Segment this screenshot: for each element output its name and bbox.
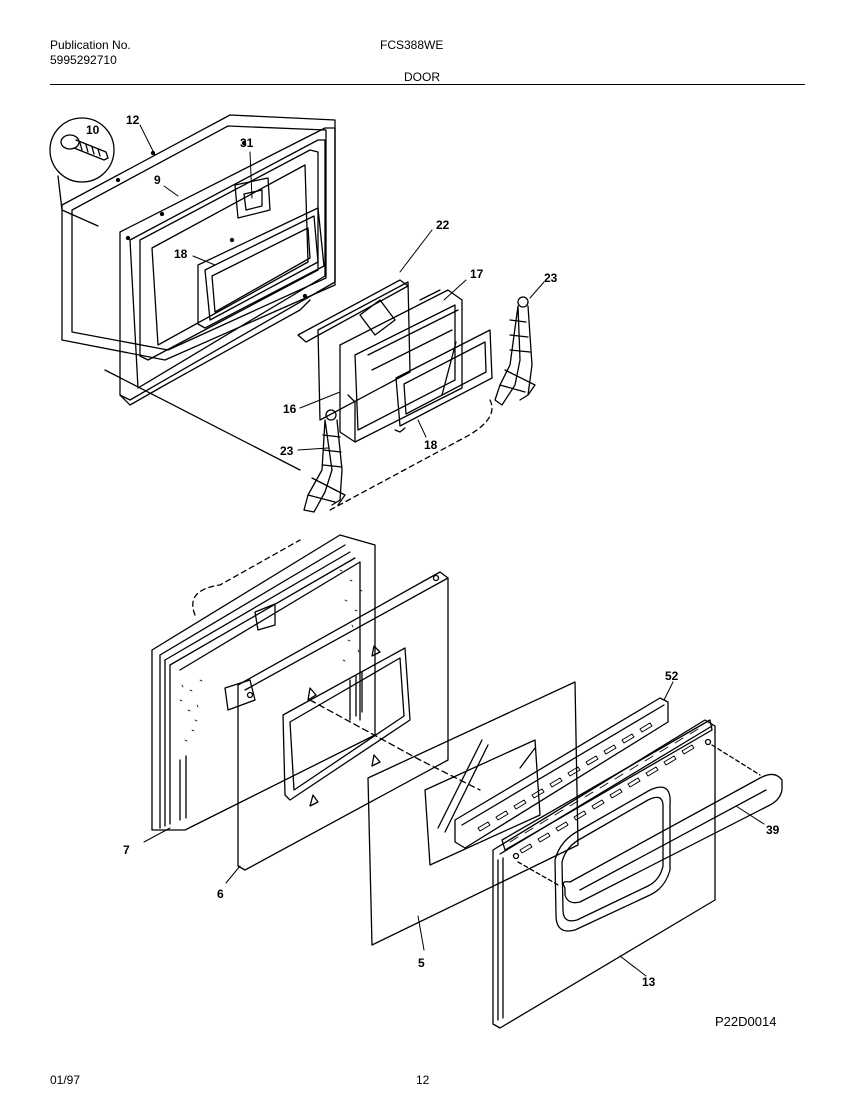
publication-label: Publication No. <box>50 38 131 52</box>
callout-31: 31 <box>240 136 254 150</box>
part-39-handle <box>517 744 783 904</box>
callout-23-left: 23 <box>280 444 294 458</box>
part-5-outer-glass <box>367 681 579 946</box>
callout-39: 39 <box>766 823 780 837</box>
header-rule <box>50 84 805 85</box>
part-23-hinge-right <box>494 296 536 406</box>
part-13-outer-door <box>492 719 716 1029</box>
callout-52: 52 <box>665 669 679 683</box>
revision-date: 01/97 <box>50 1073 81 1087</box>
section-title: DOOR <box>404 70 440 84</box>
model-number: FCS388WE <box>380 38 444 52</box>
part-23-hinge-left <box>303 409 346 513</box>
part-10-screw <box>49 117 115 227</box>
callout-18-top: 18 <box>174 247 188 261</box>
part-22-17-16-glass-pack <box>297 279 493 511</box>
callout-22: 22 <box>436 218 450 232</box>
callout-23-right: 23 <box>544 271 558 285</box>
page-number: 12 <box>416 1073 430 1087</box>
callout-16: 16 <box>283 402 297 416</box>
callout-leaders <box>139 124 765 977</box>
callout-9: 9 <box>154 173 161 187</box>
drawing-code: P22D0014 <box>715 1014 777 1029</box>
callout-6: 6 <box>217 887 224 901</box>
callout-10: 10 <box>86 123 100 137</box>
callout-5: 5 <box>418 956 425 970</box>
callout-13: 13 <box>642 975 656 989</box>
callout-7: 7 <box>123 843 130 857</box>
part-6-inner-panel <box>224 571 481 871</box>
publication-number: 5995292710 <box>50 53 117 67</box>
publication-info: Publication No. 5995292710 <box>50 38 131 68</box>
callout-labels: 12 10 9 31 18 22 17 23 16 18 23 52 39 7 … <box>86 113 780 989</box>
leader-dashed <box>192 539 301 616</box>
callout-18-bottom: 18 <box>424 438 438 452</box>
part-12-door-liner <box>61 114 336 471</box>
callout-17: 17 <box>470 267 484 281</box>
part-52-vent-trim <box>454 697 669 849</box>
callout-12: 12 <box>126 113 140 127</box>
